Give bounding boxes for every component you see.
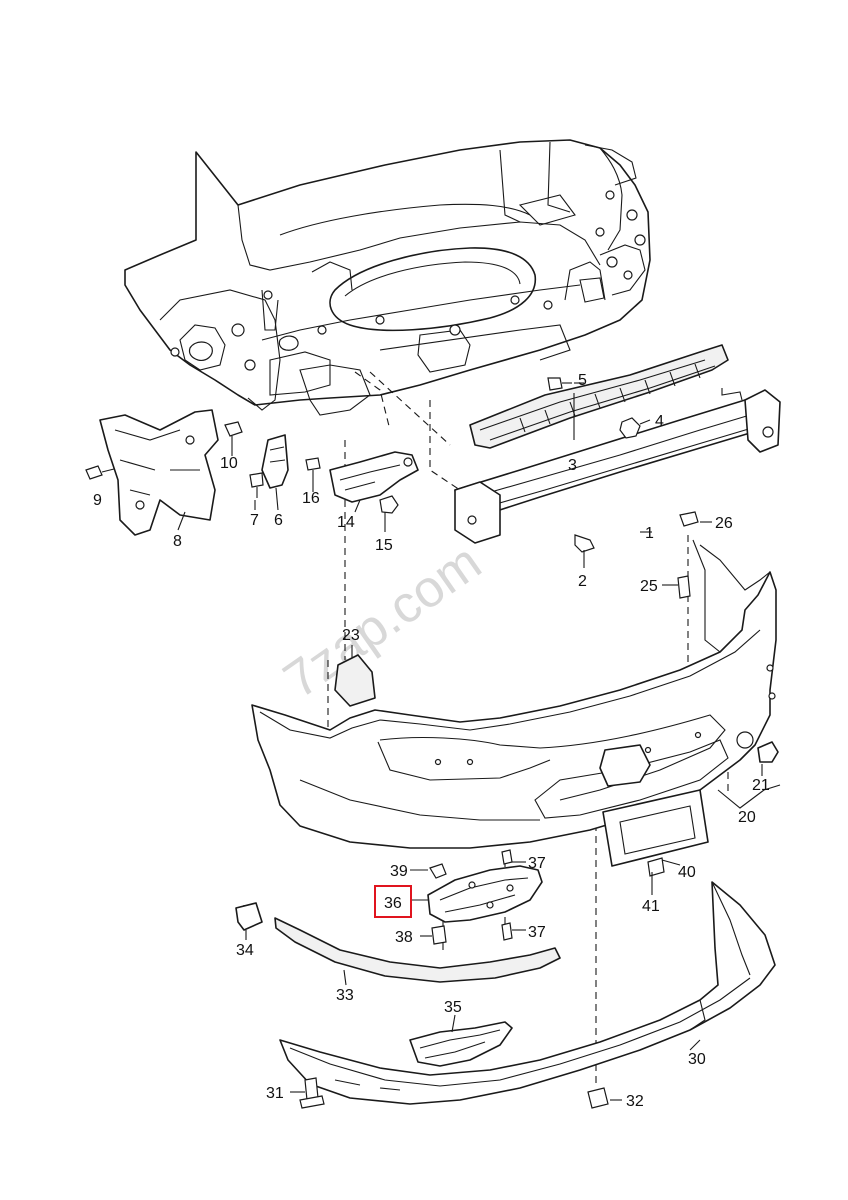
callout-1: 1 [645,525,654,542]
part-35-insert [409,1021,513,1067]
callout-26: 26 [715,515,733,532]
bumper-cover [251,539,777,849]
callout-23: 23 [342,627,360,644]
callout-40: 40 [678,864,696,881]
callout-16: 16 [302,490,320,507]
callout-5: 5 [578,372,587,389]
callout-14: 14 [337,514,355,531]
part-8-side-bracket [99,409,219,536]
leader-lines [177,382,763,1101]
part-20-grouping-lines [717,784,781,809]
callout-30: 30 [688,1051,706,1068]
callout-9: 9 [93,492,102,509]
part-14-guide-bracket [329,451,419,503]
callout-15: 15 [375,537,393,554]
callout-10: 10 [220,455,238,472]
callouts: 1 2 3 4 5 6 7 8 9 10 14 15 16 20 21 23 2… [93,372,770,1110]
callout-7: 7 [250,512,259,529]
callout-20: 20 [738,809,756,826]
callout-21: 21 [752,777,770,794]
part-6-bracket [261,434,289,489]
callout-37-upper: 37 [528,855,546,872]
part-36-guide [427,865,543,923]
callout-8: 8 [173,533,182,550]
part-38-screw [431,925,447,945]
callout-34: 34 [236,942,254,959]
callout-32: 32 [626,1093,644,1110]
callout-4: 4 [655,413,664,430]
part-30-diffuser [279,881,776,1105]
rear-body-shell [124,139,651,416]
callout-3: 3 [568,457,577,474]
callout-6: 6 [274,512,283,529]
callout-38: 38 [395,929,413,946]
lower-fasteners [299,1077,609,1109]
callout-2: 2 [578,573,587,590]
callout-36: 36 [384,895,402,912]
bumper-side-fasteners [677,511,699,599]
callout-31: 31 [266,1085,284,1102]
callout-25: 25 [640,578,658,595]
callout-35: 35 [444,999,462,1016]
part-34-clip [235,902,263,931]
part-3-impact-absorber [469,344,729,449]
callout-41: 41 [642,898,660,915]
callout-39: 39 [390,863,408,880]
watermark: 7zap.com [274,533,492,710]
part-1-bumper-beam [454,388,781,544]
upper-fasteners [85,377,641,568]
part-39-clip [429,863,447,879]
part-40-license-plate-bracket [602,789,709,877]
callout-33: 33 [336,987,354,1004]
part-37-screws [501,849,513,941]
callout-37-lower: 37 [528,924,546,941]
part-23-cover-cap [334,654,376,707]
part-33-trim-strip [274,917,561,983]
callout-36-highlight [374,885,412,918]
part-21-cap [757,741,779,763]
